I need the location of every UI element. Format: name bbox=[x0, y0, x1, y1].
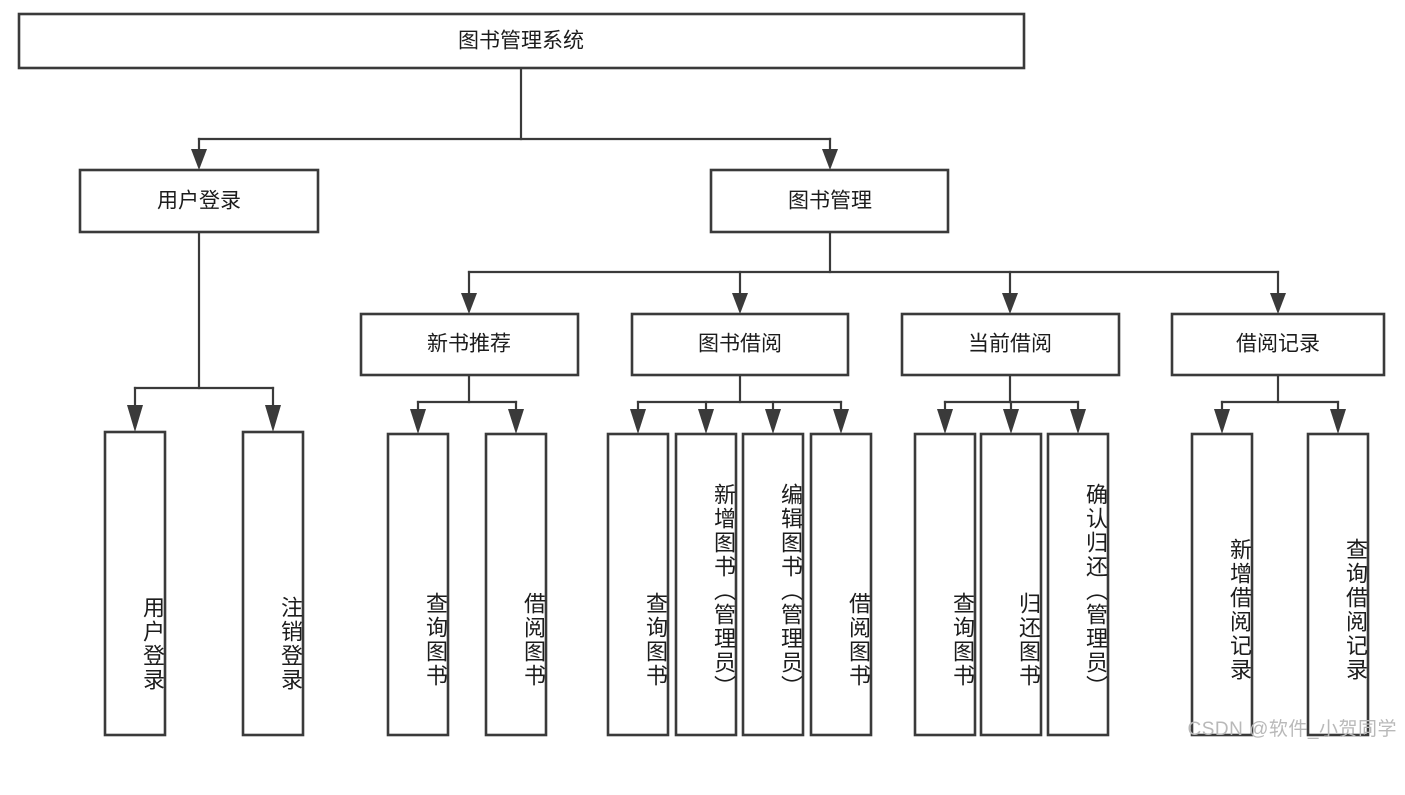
leaf-box-user-login-2[interactable] bbox=[241, 430, 305, 737]
node-box-current-borrow[interactable] bbox=[900, 312, 1121, 377]
node-box-book-borrow[interactable] bbox=[630, 312, 850, 377]
connector-group-borrow-record bbox=[1214, 373, 1346, 434]
tree-diagram-svg: 图书管理系统 用户登录 图书管理 新书推荐 图书借阅 当前借阅 借阅记录 bbox=[17, 12, 1386, 737]
arrow-br-leaf-1 bbox=[1214, 409, 1230, 434]
node-label-book-borrow: 图书借阅 bbox=[698, 333, 782, 356]
arrow-nb-leaf-1 bbox=[410, 409, 426, 434]
arrow-bb-leaf-3 bbox=[765, 409, 781, 434]
leaf-box-user-login-1[interactable] bbox=[103, 430, 167, 737]
arrow-ul-leaf-1 bbox=[127, 405, 143, 432]
node-box-book-manage[interactable] bbox=[709, 168, 950, 234]
arrow-cb-leaf-2 bbox=[1003, 409, 1019, 434]
leaf-box-book-borrow-3[interactable] bbox=[741, 432, 805, 737]
diagram-canvas: 图书管理系统 用户登录 图书管理 新书推荐 图书借阅 当前借阅 借阅记录 bbox=[17, 12, 1397, 740]
arrow-book-manage bbox=[822, 149, 838, 170]
leaf-box-borrow-record-2[interactable] bbox=[1306, 432, 1370, 737]
node-box-borrow-record[interactable] bbox=[1170, 312, 1386, 377]
arrow-cb-leaf-1 bbox=[937, 409, 953, 434]
node-label-book-manage: 图书管理 bbox=[788, 190, 872, 213]
csdn-watermark: CSDN @软件_小贺同学 bbox=[1187, 719, 1397, 740]
node-box-root[interactable] bbox=[17, 12, 1026, 70]
arrow-bb-leaf-1 bbox=[630, 409, 646, 434]
arrow-current-borrow bbox=[1002, 293, 1018, 314]
node-box-user-login[interactable] bbox=[78, 168, 320, 234]
connector-group-book-borrow bbox=[630, 373, 849, 434]
leaf-box-borrow-record-1[interactable] bbox=[1190, 432, 1254, 737]
leaf-box-book-borrow-4[interactable] bbox=[809, 432, 873, 737]
connector-group-root bbox=[191, 66, 838, 170]
leaf-box-new-book-1[interactable] bbox=[386, 432, 450, 737]
arrow-cb-leaf-3 bbox=[1070, 409, 1086, 434]
arrow-bb-leaf-2 bbox=[698, 409, 714, 434]
leaf-box-current-borrow-3[interactable] bbox=[1046, 432, 1110, 737]
connector-group-user-login bbox=[127, 230, 281, 432]
arrow-new-book bbox=[461, 293, 477, 314]
node-box-new-book-recommend[interactable] bbox=[359, 312, 580, 377]
connector-group-new-book bbox=[410, 373, 524, 434]
connector-group-book-manage bbox=[461, 230, 1286, 314]
arrow-nb-leaf-2 bbox=[508, 409, 524, 434]
node-label-current-borrow: 当前借阅 bbox=[968, 333, 1052, 356]
arrow-bb-leaf-4 bbox=[833, 409, 849, 434]
node-label-borrow-record: 借阅记录 bbox=[1236, 333, 1320, 356]
arrow-book-borrow bbox=[732, 293, 748, 314]
leaf-box-new-book-2[interactable] bbox=[484, 432, 548, 737]
leaf-box-book-borrow-2[interactable] bbox=[674, 432, 738, 737]
node-label-user-login: 用户登录 bbox=[157, 190, 241, 213]
arrow-br-leaf-2 bbox=[1330, 409, 1346, 434]
arrow-user-login bbox=[191, 149, 207, 170]
arrow-ul-leaf-2 bbox=[265, 405, 281, 432]
arrow-borrow-record bbox=[1270, 293, 1286, 314]
connector-group-current-borrow bbox=[937, 373, 1086, 434]
leaf-box-book-borrow-1[interactable] bbox=[606, 432, 670, 737]
node-label-root: 图书管理系统 bbox=[458, 30, 584, 53]
leaf-box-current-borrow-2[interactable] bbox=[979, 432, 1043, 737]
leaf-box-current-borrow-1[interactable] bbox=[913, 432, 977, 737]
node-label-new-book-recommend: 新书推荐 bbox=[427, 333, 511, 356]
